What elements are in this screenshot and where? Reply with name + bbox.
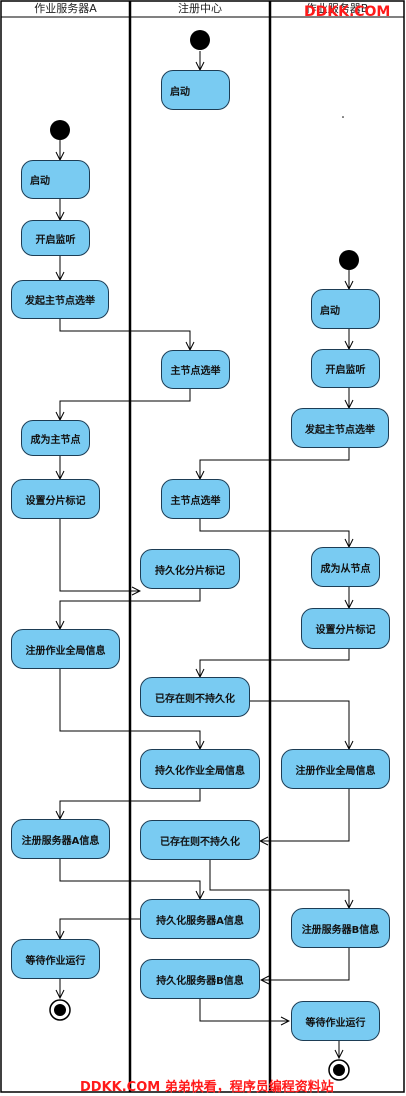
watermark-bottom: DDKK.COM 弟弟快看，程序员编程资料站 (80, 1080, 334, 1095)
activity-center-start: 启动 (161, 70, 230, 110)
activity-center-persist-global: 持久化作业全局信息 (140, 749, 260, 789)
activity-center-exists-2: 已存在则不持久化 (140, 820, 260, 860)
activity-b-wait: 等待作业运行 (291, 1001, 380, 1041)
activity-b-elect: 发起主节点选举 (291, 408, 389, 448)
activity-center-persist-shard: 持久化分片标记 (140, 549, 240, 589)
activity-b-listen: 开启监听 (311, 349, 380, 388)
activity-b-shard: 设置分片标记 (301, 608, 390, 649)
activity-center-persist-b: 持久化服务器B信息 (140, 959, 260, 999)
lane-header-server-b: 作业服务器B (305, 2, 369, 15)
activity-a-register-global: 注册作业全局信息 (11, 629, 120, 669)
activity-a-master: 成为主节点 (21, 420, 90, 456)
lane-header-registry: 注册中心 (178, 2, 222, 15)
activity-center-elect-1: 主节点选举 (161, 350, 230, 389)
activity-b-register-global: 注册作业全局信息 (281, 749, 390, 789)
activity-a-listen: 开启监听 (21, 220, 90, 256)
lane-header-server-a: 作业服务器A (34, 2, 97, 15)
activity-a-wait: 等待作业运行 (11, 939, 100, 979)
a-initial-node (50, 120, 70, 140)
activity-b-slave: 成为从节点 (311, 547, 380, 587)
activity-center-elect-2: 主节点选举 (161, 479, 230, 519)
watermark-top: DDKK.COM (304, 4, 391, 20)
activity-a-start: 启动 (21, 160, 90, 199)
b-initial-node (339, 250, 359, 270)
activity-a-shard: 设置分片标记 (11, 479, 100, 519)
activity-b-start: 启动 (311, 289, 380, 329)
activity-center-exists-1: 已存在则不持久化 (140, 677, 250, 717)
activity-a-register-server: 注册服务器A信息 (11, 819, 110, 859)
activity-b-register-server: 注册服务器B信息 (291, 908, 390, 948)
activity-a-elect: 发起主节点选举 (11, 280, 109, 319)
activity-center-persist-a: 持久化服务器A信息 (140, 899, 260, 939)
center-initial-node (190, 30, 210, 50)
